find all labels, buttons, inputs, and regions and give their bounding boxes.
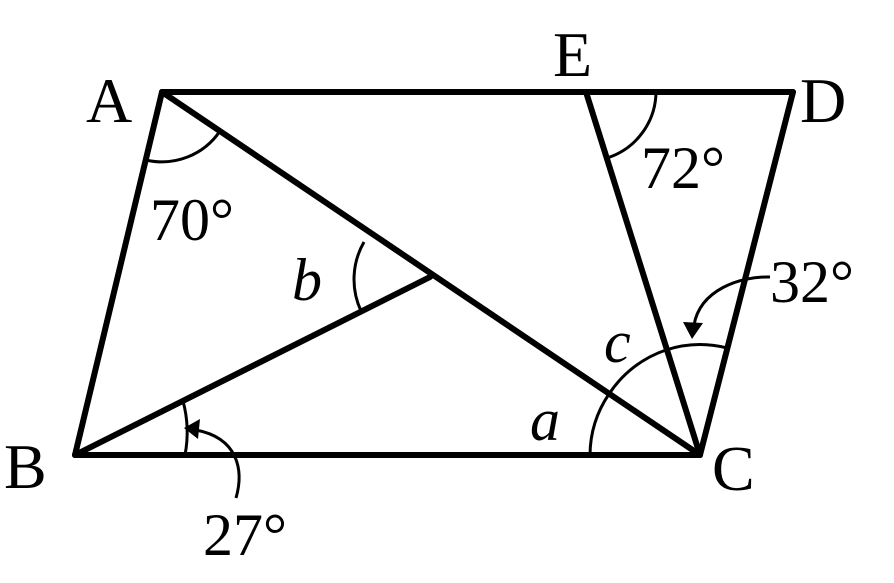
segment-DC xyxy=(697,89,796,458)
angle-arc-a xyxy=(588,393,611,456)
segment-AB xyxy=(72,89,165,458)
unknown-label-b: b xyxy=(292,247,322,313)
segment-EC xyxy=(583,89,703,458)
arrowhead-27 xyxy=(184,419,200,439)
vertex-label-A: A xyxy=(86,65,132,136)
angle-arc-c xyxy=(607,348,667,395)
vertex-label-D: D xyxy=(800,65,846,136)
pointer-arrow-27 xyxy=(195,428,241,499)
angle-arc-32 xyxy=(665,343,728,352)
angle-arc-b xyxy=(352,241,366,312)
arrowhead-32 xyxy=(683,322,703,339)
unknown-label-c: c xyxy=(604,309,631,375)
vertex-label-E: E xyxy=(553,19,592,90)
segment-AC xyxy=(159,89,703,458)
angle-arc-A xyxy=(145,130,222,164)
segment-B-to-AC xyxy=(72,274,433,458)
angle-label-C-right: 32° xyxy=(770,249,854,315)
angle-label-A: 70° xyxy=(150,187,234,253)
angle-arc-E xyxy=(606,91,658,160)
unknown-label-a: a xyxy=(530,387,560,453)
vertex-label-C: C xyxy=(712,433,755,504)
pointer-arrow-32 xyxy=(692,275,771,326)
angle-label-B: 27° xyxy=(203,502,287,568)
vertex-label-B: B xyxy=(4,431,47,502)
angle-label-E: 72° xyxy=(641,135,725,201)
